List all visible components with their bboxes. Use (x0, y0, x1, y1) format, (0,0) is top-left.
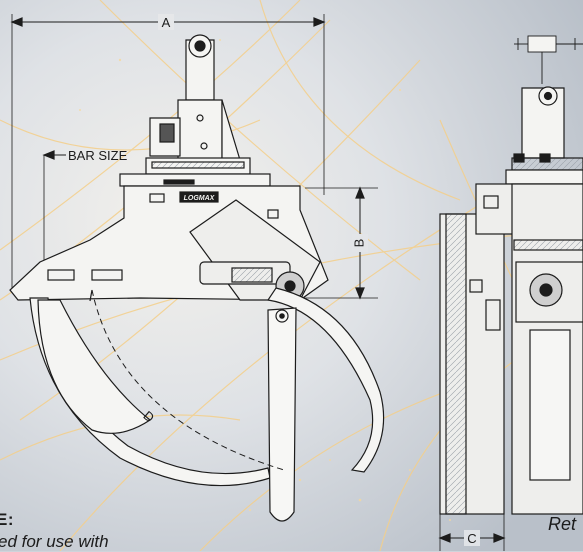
grapple-tine-center (267, 307, 297, 522)
grapple-front-view: LOGMAX (9, 14, 385, 522)
brand-plate: LOGMAX (184, 195, 216, 202)
hydraulic-fittings (514, 35, 583, 84)
grapple-side-view (438, 35, 583, 551)
side-body (439, 183, 583, 515)
dim-label-c: C (467, 531, 476, 546)
swivel-link (149, 34, 241, 161)
footnote-heading: E: (0, 510, 14, 529)
grapple-arm-left (29, 297, 271, 487)
bar-size-label: BAR SIZE (68, 148, 128, 163)
footnote-text: ed for use with (0, 532, 109, 551)
grapple-arm-right (266, 287, 385, 473)
cylinder-housing (189, 199, 321, 301)
right-caption: Ret (548, 514, 577, 534)
dimension-d (89, 289, 285, 471)
dim-label-b: B (351, 239, 366, 248)
side-pivot (505, 86, 583, 185)
dim-label-a: A (162, 15, 171, 30)
dimension-b (300, 186, 378, 300)
